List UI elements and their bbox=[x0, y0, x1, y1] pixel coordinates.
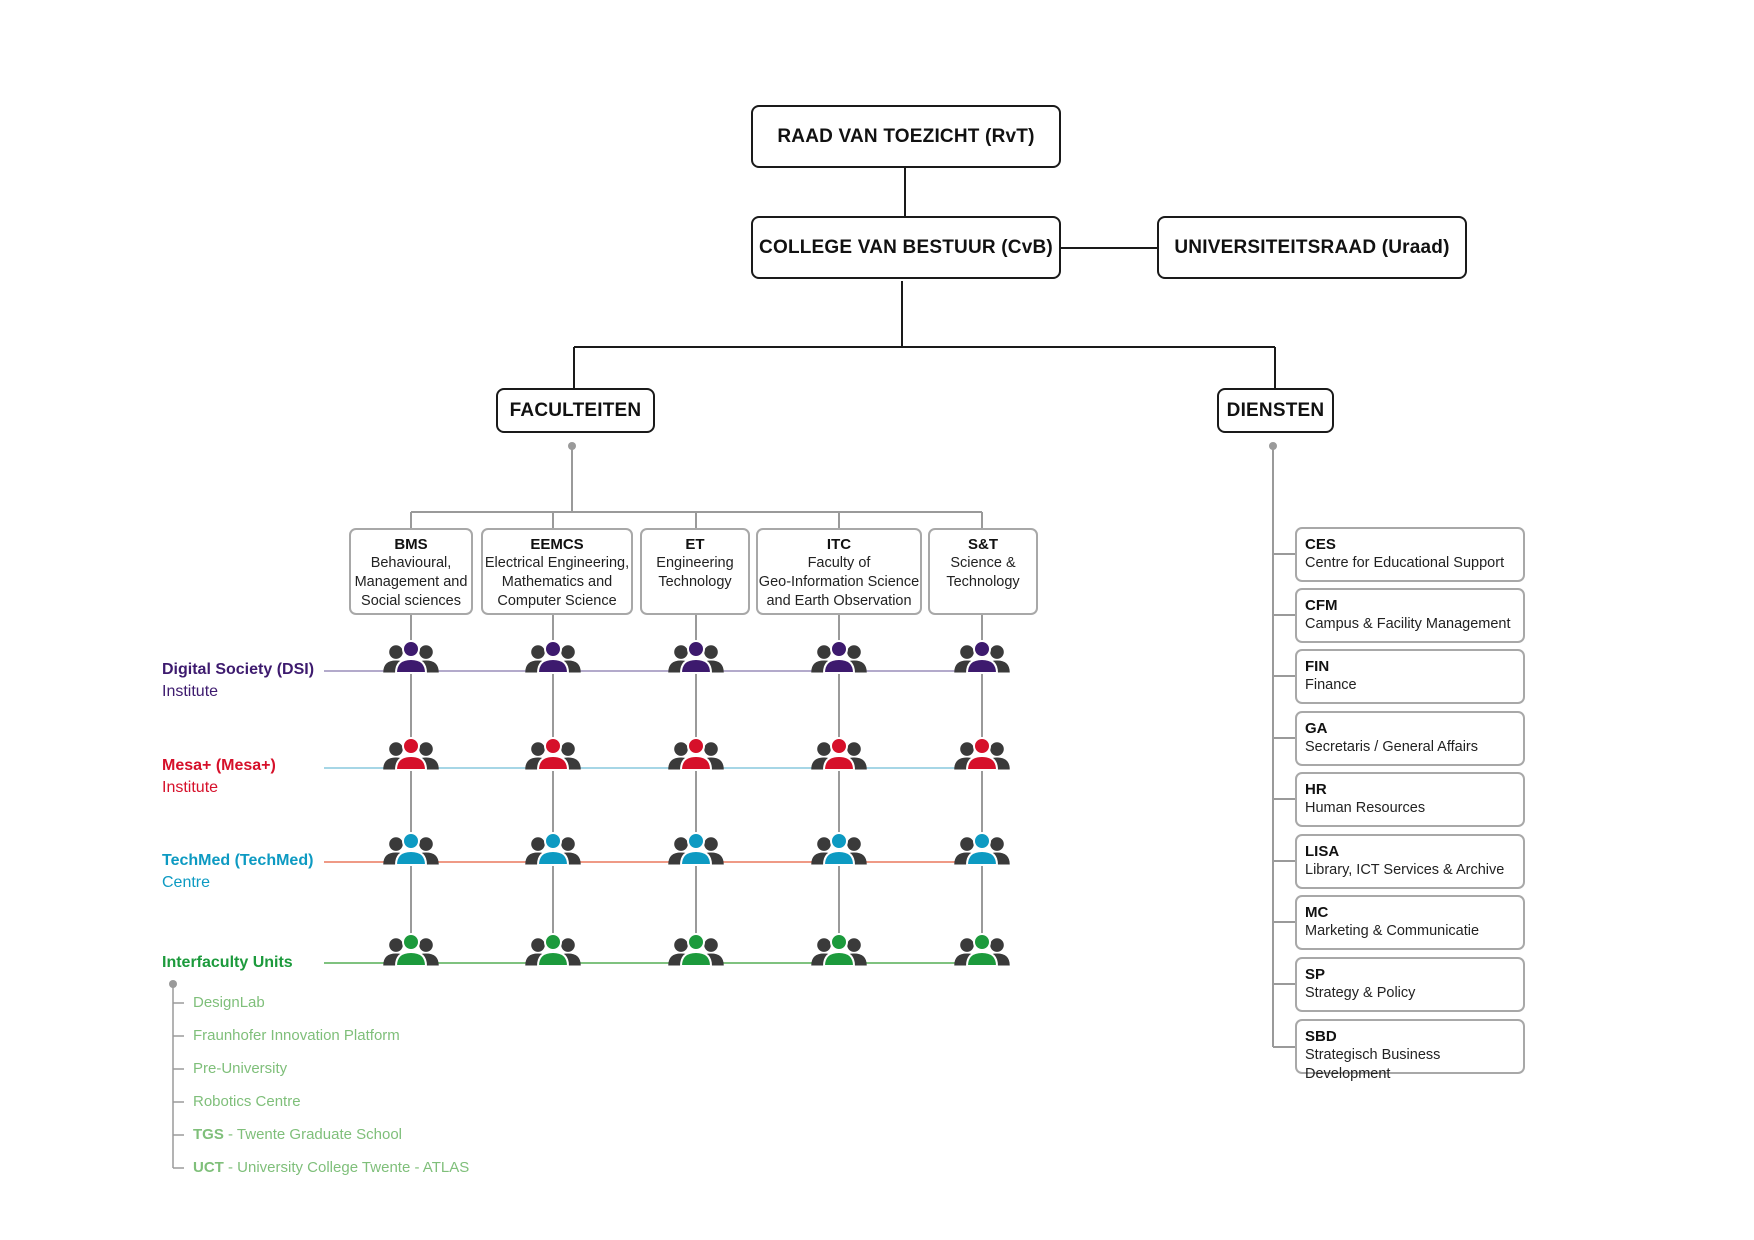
faculties-tree bbox=[410, 446, 983, 960]
service-name: Finance bbox=[1305, 677, 1357, 693]
people-group-icon bbox=[668, 933, 724, 967]
service-box-mc: MC Marketing & Communicatie bbox=[1295, 895, 1525, 950]
faculty-name: Faculty of Geo-Information Science and E… bbox=[758, 555, 920, 609]
faculty-abbr: BMS bbox=[394, 536, 428, 553]
faculty-name: Engineering Technology bbox=[656, 555, 734, 590]
ifu-item-designlab: DesignLab bbox=[193, 994, 265, 1011]
people-group-icon bbox=[525, 933, 581, 967]
service-abbr: CFM bbox=[1305, 597, 1338, 614]
faculty-box-BMS: BMS Behavioural, Management and Social s… bbox=[349, 528, 473, 615]
service-abbr: FIN bbox=[1305, 658, 1330, 675]
institute-label-dsi: Digital Society (DSI) Institute bbox=[162, 659, 314, 703]
service-name: Strategy & Policy bbox=[1305, 985, 1416, 1001]
institute-name: Digital Society (DSI) bbox=[162, 661, 315, 678]
people-group-icon bbox=[525, 832, 581, 866]
institute-label-ifu: Interfaculty Units bbox=[162, 952, 293, 974]
ifu-tree bbox=[172, 984, 184, 1169]
ifu-item-robotics: Robotics Centre bbox=[193, 1093, 301, 1110]
service-box-ces: CES Centre for Educational Support bbox=[1295, 527, 1525, 582]
ifu-dot bbox=[169, 980, 177, 988]
people-group-icon bbox=[383, 737, 439, 771]
service-box-sbd: SBD Strategisch Business Development bbox=[1295, 1019, 1525, 1082]
people-group-icon bbox=[811, 933, 867, 967]
service-box-cfm: CFM Campus & Facility Management bbox=[1295, 588, 1525, 643]
uraad-box: UNIVERSITEITSRAAD (Uraad) bbox=[1157, 216, 1467, 279]
service-abbr: GA bbox=[1305, 720, 1328, 737]
service-name: Marketing & Communicatie bbox=[1305, 923, 1480, 939]
people-group-icon bbox=[811, 640, 867, 674]
people-group-icon bbox=[954, 832, 1010, 866]
people-group-icon bbox=[811, 737, 867, 771]
people-group-icon bbox=[954, 933, 1010, 967]
diensten-box: DIENSTEN bbox=[1217, 388, 1334, 433]
faculty-name: Electrical Engineering, Mathematics and … bbox=[484, 555, 630, 609]
faculty-abbr: ET bbox=[685, 536, 705, 553]
people-group-icon bbox=[668, 640, 724, 674]
people-group-icon bbox=[954, 737, 1010, 771]
institute-type: Institute bbox=[162, 683, 219, 700]
service-box-sp: SP Strategy & Policy bbox=[1295, 957, 1525, 1012]
rvt-box: RAAD VAN TOEZICHT (RvT) bbox=[751, 105, 1061, 168]
service-abbr: CES bbox=[1305, 536, 1336, 553]
top-connectors bbox=[573, 168, 1276, 388]
institute-label-mesa: Mesa+ (Mesa+) Institute bbox=[162, 755, 276, 799]
service-box-ga: GA Secretaris / General Affairs bbox=[1295, 711, 1525, 766]
diensten-tree bbox=[1272, 446, 1295, 1048]
service-name: Centre for Educational Support bbox=[1305, 555, 1505, 571]
people-group-icon bbox=[525, 737, 581, 771]
people-icons bbox=[383, 640, 1010, 967]
faculty-box-EEMCS: EEMCS Electrical Engineering, Mathematic… bbox=[481, 528, 633, 615]
service-abbr: SBD bbox=[1305, 1028, 1337, 1045]
faculty-abbr: EEMCS bbox=[530, 536, 584, 553]
uraad-label: UNIVERSITEITSRAAD (Uraad) bbox=[1174, 236, 1450, 258]
service-abbr: SP bbox=[1305, 966, 1326, 983]
service-name: Campus & Facility Management bbox=[1305, 616, 1511, 632]
ifu-item-tgs: TGS - Twente Graduate School bbox=[193, 1126, 403, 1143]
institute-type: Centre bbox=[162, 874, 211, 891]
faculteiten-box: FACULTEITEN bbox=[496, 388, 655, 433]
people-group-icon bbox=[668, 737, 724, 771]
service-box-fin: FIN Finance bbox=[1295, 649, 1525, 704]
faculty-abbr: S&T bbox=[968, 536, 998, 553]
faculty-name: Science & Technology bbox=[946, 555, 1020, 590]
faculty-name: Behavioural, Management and Social scien… bbox=[354, 555, 468, 609]
interfaculty-units-list: DesignLab Fraunhofer Innovation Platform… bbox=[193, 992, 469, 1190]
cvb-label: COLLEGE VAN BESTUUR (CvB) bbox=[759, 236, 1053, 258]
institute-name: TechMed (TechMed) bbox=[162, 852, 314, 869]
institute-name: Mesa+ (Mesa+) bbox=[162, 757, 276, 774]
service-abbr: HR bbox=[1305, 781, 1327, 798]
people-group-icon bbox=[383, 933, 439, 967]
faculty-abbr: ITC bbox=[826, 536, 852, 553]
faculty-box-ST: S&T Science & Technology bbox=[928, 528, 1038, 615]
service-name: Human Resources bbox=[1305, 800, 1426, 816]
institute-type: Institute bbox=[162, 779, 219, 796]
ifu-item-uct: UCT - University College Twente - ATLAS bbox=[193, 1159, 470, 1176]
faculty-box-ET: ET Engineering Technology bbox=[640, 528, 750, 615]
service-name: Strategisch Business Development bbox=[1305, 1047, 1441, 1082]
cvb-box: COLLEGE VAN BESTUUR (CvB) bbox=[751, 216, 1061, 279]
people-group-icon bbox=[525, 640, 581, 674]
service-abbr: LISA bbox=[1305, 843, 1340, 860]
diensten-label: DIENSTEN bbox=[1226, 399, 1325, 421]
people-group-icon bbox=[383, 640, 439, 674]
service-name: Library, ICT Services & Archive bbox=[1305, 862, 1505, 878]
ifu-item-fraunhofer: Fraunhofer Innovation Platform bbox=[193, 1027, 400, 1044]
institute-label-techmed: TechMed (TechMed) Centre bbox=[162, 850, 313, 894]
faculteiten-dot bbox=[568, 442, 576, 450]
people-group-icon bbox=[383, 832, 439, 866]
people-group-icon bbox=[954, 640, 1010, 674]
service-name: Secretaris / General Affairs bbox=[1305, 739, 1479, 755]
faculty-box-ITC: ITC Faculty of Geo-Information Science a… bbox=[756, 528, 922, 615]
service-abbr: MC bbox=[1305, 904, 1329, 921]
diensten-dot bbox=[1269, 442, 1277, 450]
service-box-hr: HR Human Resources bbox=[1295, 772, 1525, 827]
faculteiten-label: FACULTEITEN bbox=[509, 399, 642, 421]
service-box-lisa: LISA Library, ICT Services & Archive bbox=[1295, 834, 1525, 889]
people-group-icon bbox=[811, 832, 867, 866]
people-group-icon bbox=[668, 832, 724, 866]
ifu-item-pre-university: Pre-University bbox=[193, 1060, 288, 1077]
institute-name: Interfaculty Units bbox=[162, 954, 293, 971]
rvt-label: RAAD VAN TOEZICHT (RvT) bbox=[777, 125, 1035, 147]
